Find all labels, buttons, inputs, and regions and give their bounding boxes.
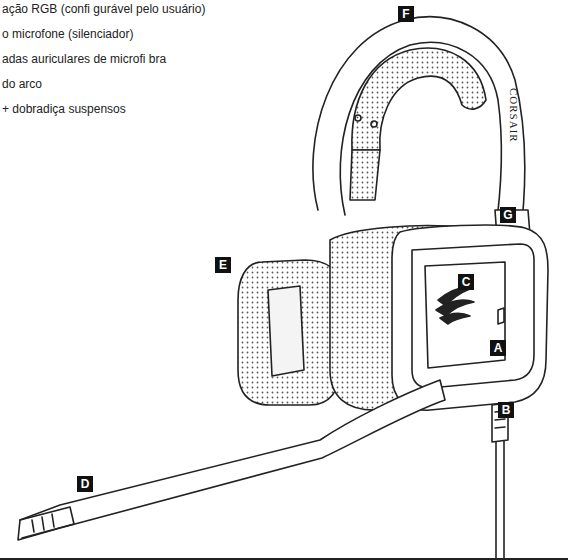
callout-letter: C: [458, 274, 474, 290]
callout-letter: G: [500, 207, 516, 223]
callout-letter: E: [215, 257, 231, 273]
brand-text: CORSAIR: [508, 88, 520, 143]
legend-text: do arco: [2, 77, 42, 91]
callout-letter: F: [398, 6, 414, 22]
legend-text: o microfone (silenciador): [2, 27, 133, 41]
callout-letter: A: [490, 340, 506, 356]
callout-letter: D: [77, 476, 93, 492]
callout-letter: B: [498, 402, 514, 418]
legend-text: ação RGB (confi gurável pelo usuário): [2, 2, 205, 16]
legend-text: adas auriculares de microfi bra: [2, 52, 166, 66]
legend-text: + dobradiça suspensos: [2, 102, 126, 116]
